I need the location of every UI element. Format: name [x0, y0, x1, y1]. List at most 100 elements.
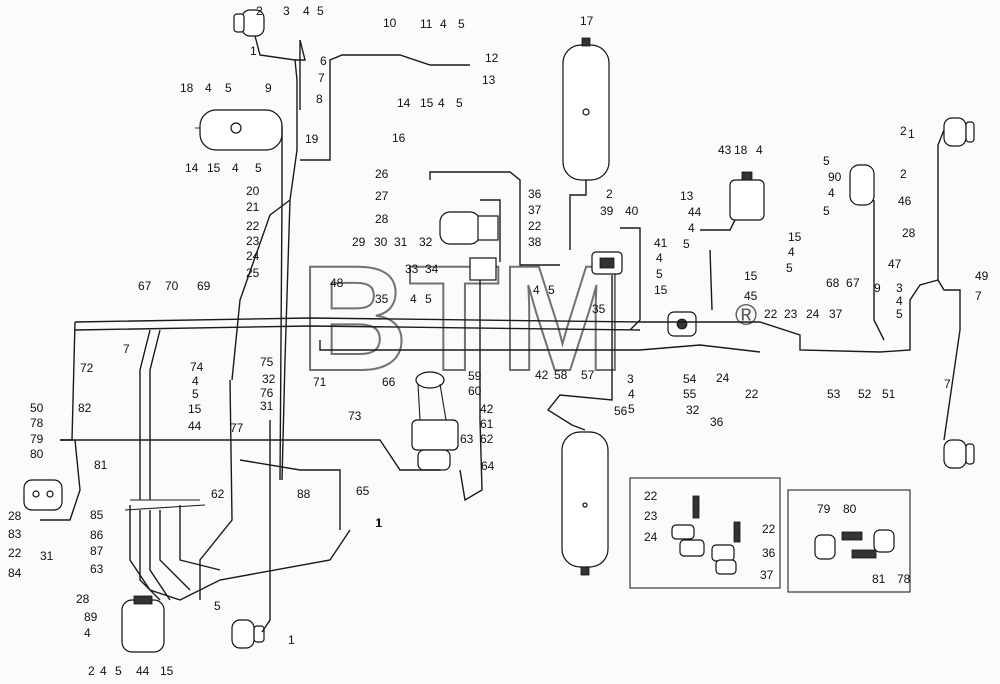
- callout-number: 7: [944, 377, 951, 391]
- callout-number: 4: [205, 81, 212, 95]
- callout-number: 41: [654, 236, 668, 250]
- callout-number: 42: [480, 402, 494, 416]
- callout-number: 15: [744, 269, 758, 283]
- callout-number: 81: [94, 458, 108, 472]
- callout-number: 83: [8, 527, 22, 541]
- callout-number: 57: [581, 368, 595, 382]
- callout-number: 29: [352, 235, 366, 249]
- callout-number: 50: [30, 401, 44, 415]
- callout-number: 75: [260, 355, 274, 369]
- brake-chamber-top-right: [943, 117, 975, 147]
- callout-number: 14: [185, 161, 199, 175]
- callout-number: 31: [394, 235, 408, 249]
- callout-number: 90: [828, 170, 842, 184]
- brake-chamber-bottom-center: [231, 619, 265, 649]
- callout-number: 8: [316, 92, 323, 106]
- callout-number: 52: [858, 387, 872, 401]
- callout-number: 4: [303, 4, 310, 18]
- callout-number: 37: [760, 568, 774, 582]
- callout-number: 6: [846, 276, 853, 290]
- callout-number: 7: [123, 342, 130, 356]
- callout-number: 72: [80, 361, 94, 375]
- callout-number: 4: [232, 161, 239, 175]
- callout-number: 1: [908, 127, 915, 141]
- callout-number: 2: [256, 4, 263, 18]
- callout-number: 4: [192, 374, 199, 388]
- callout-number: 1: [376, 516, 383, 530]
- callout-number: 5: [628, 402, 635, 416]
- callout-number: 4: [756, 143, 763, 157]
- callout-number: 28: [8, 509, 22, 523]
- callout-number: 89: [84, 610, 98, 624]
- callout-number: 79: [817, 502, 831, 516]
- callout-number: 51: [882, 387, 896, 401]
- valve-89: [121, 595, 165, 653]
- callout-number: 88: [297, 487, 311, 501]
- callout-number: 4: [410, 292, 417, 306]
- callout-number: 6: [320, 54, 327, 68]
- callout-number: 3: [283, 4, 290, 18]
- watermark-registered: ®: [735, 299, 757, 332]
- callout-number: 78: [897, 572, 911, 586]
- callout-number: 53: [827, 387, 841, 401]
- callout-number: 44: [136, 664, 150, 678]
- callout-number: 78: [30, 416, 44, 430]
- callout-number: 13: [482, 73, 496, 87]
- callout-number: 5: [896, 307, 903, 321]
- callout-number: 1: [250, 44, 257, 58]
- callout-number: 71: [313, 375, 327, 389]
- callout-number: 22: [528, 219, 542, 233]
- callout-number: 4: [896, 294, 903, 308]
- callout-number: 22: [644, 489, 658, 503]
- callout-number: 22: [764, 307, 778, 321]
- callout-number: 82: [78, 401, 92, 415]
- callout-number: 4: [828, 186, 835, 200]
- callout-number: 84: [8, 566, 22, 580]
- callout-number: 30: [374, 235, 388, 249]
- callout-number: 74: [190, 360, 204, 374]
- callout-number: 7: [975, 289, 982, 303]
- callout-number: 18: [734, 143, 748, 157]
- callout-number: 24: [644, 530, 658, 544]
- callout-number: 28: [375, 212, 389, 226]
- callout-number: 16: [392, 131, 406, 145]
- callout-number: 24: [246, 249, 260, 263]
- callout-number: 23: [246, 234, 260, 248]
- callout-number: 22: [745, 387, 759, 401]
- pipelines: [40, 35, 961, 633]
- callout-number: 22: [8, 546, 22, 560]
- callout-number: 87: [90, 544, 104, 558]
- callout-number: 5: [192, 387, 199, 401]
- callout-number: 15: [654, 283, 668, 297]
- callout-number: 66: [382, 375, 396, 389]
- callout-number: 46: [898, 194, 912, 208]
- callout-number: 80: [30, 447, 44, 461]
- callout-number: 2: [900, 167, 907, 181]
- valve-46: [667, 311, 697, 337]
- callout-number: 79: [30, 432, 44, 446]
- brake-chamber-top-left: [233, 9, 265, 37]
- callout-number: 59: [468, 369, 482, 383]
- callout-number: 36: [528, 187, 542, 201]
- compressor-valve: [439, 211, 499, 281]
- callout-number: 33: [405, 262, 419, 276]
- valve-block-64: [411, 371, 459, 471]
- callout-number: 63: [90, 562, 104, 576]
- callout-number: 49: [975, 269, 989, 283]
- callout-number: 5: [683, 237, 690, 251]
- callout-number: 32: [686, 403, 700, 417]
- callout-number: 4: [628, 387, 635, 401]
- callout-number: 77: [230, 421, 244, 435]
- callout-number: 19: [305, 132, 319, 146]
- callout-number: 3: [627, 372, 634, 386]
- callout-number: 47: [888, 257, 902, 271]
- callout-number: 9: [265, 81, 272, 95]
- callout-number: 4: [100, 664, 107, 678]
- callout-number: 55: [683, 387, 697, 401]
- callout-number: 39: [600, 204, 614, 218]
- callout-number: 28: [76, 592, 90, 606]
- callout-number: 81: [872, 572, 886, 586]
- callout-number: 48: [330, 276, 344, 290]
